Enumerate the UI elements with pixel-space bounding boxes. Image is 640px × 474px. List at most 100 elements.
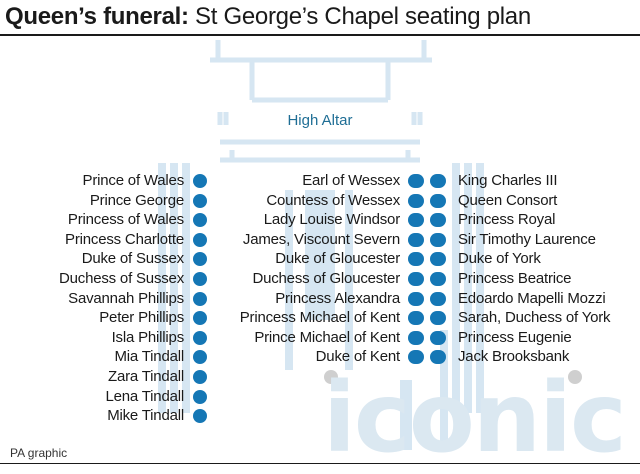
seat-dot xyxy=(410,174,424,188)
seat-row: Princess Beatrice xyxy=(410,269,640,289)
seat-dot xyxy=(193,232,207,247)
seat-dot xyxy=(432,271,446,286)
guest-name: Sir Timothy Laurence xyxy=(458,230,596,248)
guest-name: Prince George xyxy=(89,191,184,209)
guest-name: Duke of Gloucester xyxy=(275,250,400,268)
seat-dot xyxy=(193,193,207,208)
high-altar-label: High Altar xyxy=(287,112,353,129)
seat-row: Lena Tindall xyxy=(20,387,214,407)
seat-dot xyxy=(193,291,207,306)
seat-row: Mike Tindall xyxy=(20,406,214,426)
seat-dot xyxy=(410,213,424,228)
guest-name: Princess Royal xyxy=(458,211,556,229)
guest-name: Isla Phillips xyxy=(111,328,185,346)
seat-dot xyxy=(193,252,207,267)
guest-name: Sarah, Duchess of York xyxy=(458,309,611,327)
seat-row: Prince of Wales xyxy=(20,171,214,191)
seat-row: King Charles III xyxy=(410,171,640,191)
seat-row: Duke of Sussex xyxy=(20,249,214,269)
guest-name: Lady Louise Windsor xyxy=(263,211,400,229)
guest-name: James, Viscount Severn xyxy=(242,230,400,248)
guest-name: Princess Alexandra xyxy=(275,289,400,307)
seat-row: Queen Consort xyxy=(410,191,640,211)
guest-name: Edoardo Mapelli Mozzi xyxy=(458,289,606,307)
seat-row: Duke of York xyxy=(410,249,640,269)
seat-dot xyxy=(410,311,424,326)
guest-name: Lena Tindall xyxy=(105,387,185,405)
seat-row: Princess Royal xyxy=(410,210,640,230)
seat-dot xyxy=(432,193,446,208)
footer-rule xyxy=(0,463,640,464)
seat-dot xyxy=(410,252,424,267)
guest-name: Zara Tindall xyxy=(108,367,184,385)
seat-dot xyxy=(410,193,424,208)
seat-dot xyxy=(410,350,424,365)
seat-dot xyxy=(410,330,424,345)
seat-row: Princess Eugenie xyxy=(410,328,640,348)
guest-name: Prince Michael of Kent xyxy=(254,328,400,346)
guest-name: Princess of Wales xyxy=(67,211,184,229)
title-bold: Queen’s funeral: xyxy=(5,3,189,30)
seat-dot xyxy=(432,291,446,306)
seat-dot xyxy=(432,350,446,365)
guest-name: Princess Charlotte xyxy=(65,230,184,248)
seat-dot xyxy=(193,174,207,188)
seat-row: Jack Brooksbank xyxy=(410,347,640,367)
seat-dot xyxy=(432,174,446,188)
guest-name: Duke of Sussex xyxy=(81,250,184,268)
seat-row: Sir Timothy Laurence xyxy=(410,230,640,250)
seat-dot xyxy=(193,330,207,345)
seat-dot xyxy=(193,271,207,286)
seat-dot xyxy=(410,271,424,286)
seat-row: Princess of Wales xyxy=(20,210,214,230)
guest-name: Duke of Kent xyxy=(315,348,401,366)
guest-name: Princess Michael of Kent xyxy=(239,309,400,327)
seat-dot xyxy=(193,311,207,326)
guest-name: Duchess of Gloucester xyxy=(252,269,400,287)
seat-row: Mia Tindall xyxy=(20,347,214,367)
guest-name: Earl of Wessex xyxy=(302,172,400,189)
seat-row: Savannah Phillips xyxy=(20,289,214,309)
guest-name: Prince of Wales xyxy=(82,172,185,189)
watermark: iconic xyxy=(323,362,627,474)
seat-row: Prince George xyxy=(20,191,214,211)
seat-row: Edoardo Mapelli Mozzi xyxy=(410,289,640,309)
seat-dot xyxy=(432,311,446,326)
seat-row: Isla Phillips xyxy=(20,328,214,348)
seat-dot xyxy=(410,232,424,247)
seat-dot xyxy=(193,389,207,404)
guest-name: Duchess of Sussex xyxy=(59,269,184,287)
seat-dot xyxy=(432,232,446,247)
seat-row: Zara Tindall xyxy=(20,367,214,387)
seat-dot xyxy=(193,369,207,384)
seat-dot xyxy=(193,213,207,228)
title-rule xyxy=(0,34,640,36)
seat-dot xyxy=(193,409,207,424)
seat-dot xyxy=(432,330,446,345)
seat-dot xyxy=(432,252,446,267)
seat-row: Sarah, Duchess of York xyxy=(410,308,640,328)
guest-name: Peter Phillips xyxy=(99,309,184,327)
guest-name: Princess Eugenie xyxy=(458,328,572,346)
guest-name: Countess of Wessex xyxy=(266,191,400,209)
guest-name: Savannah Phillips xyxy=(68,289,184,307)
guest-name: Princess Beatrice xyxy=(458,269,572,287)
seat-dot xyxy=(432,213,446,228)
guest-name: Jack Brooksbank xyxy=(458,348,570,366)
credit-text: PA graphic xyxy=(10,446,68,460)
page-title: Queen’s funeral: St George’s Chapel seat… xyxy=(5,2,531,32)
guest-name: Duke of York xyxy=(458,250,541,268)
guest-name: Mia Tindall xyxy=(114,348,185,366)
guest-name: King Charles III xyxy=(458,172,558,189)
seat-dot xyxy=(410,291,424,306)
seat-row: Duchess of Sussex xyxy=(20,269,214,289)
seat-row: Princess Charlotte xyxy=(20,230,214,250)
guest-name: Mike Tindall xyxy=(107,407,184,425)
title-rest: St George’s Chapel seating plan xyxy=(188,3,531,30)
seat-dot xyxy=(193,350,207,365)
seat-row: Peter Phillips xyxy=(20,308,214,328)
guest-name: Queen Consort xyxy=(458,191,558,209)
